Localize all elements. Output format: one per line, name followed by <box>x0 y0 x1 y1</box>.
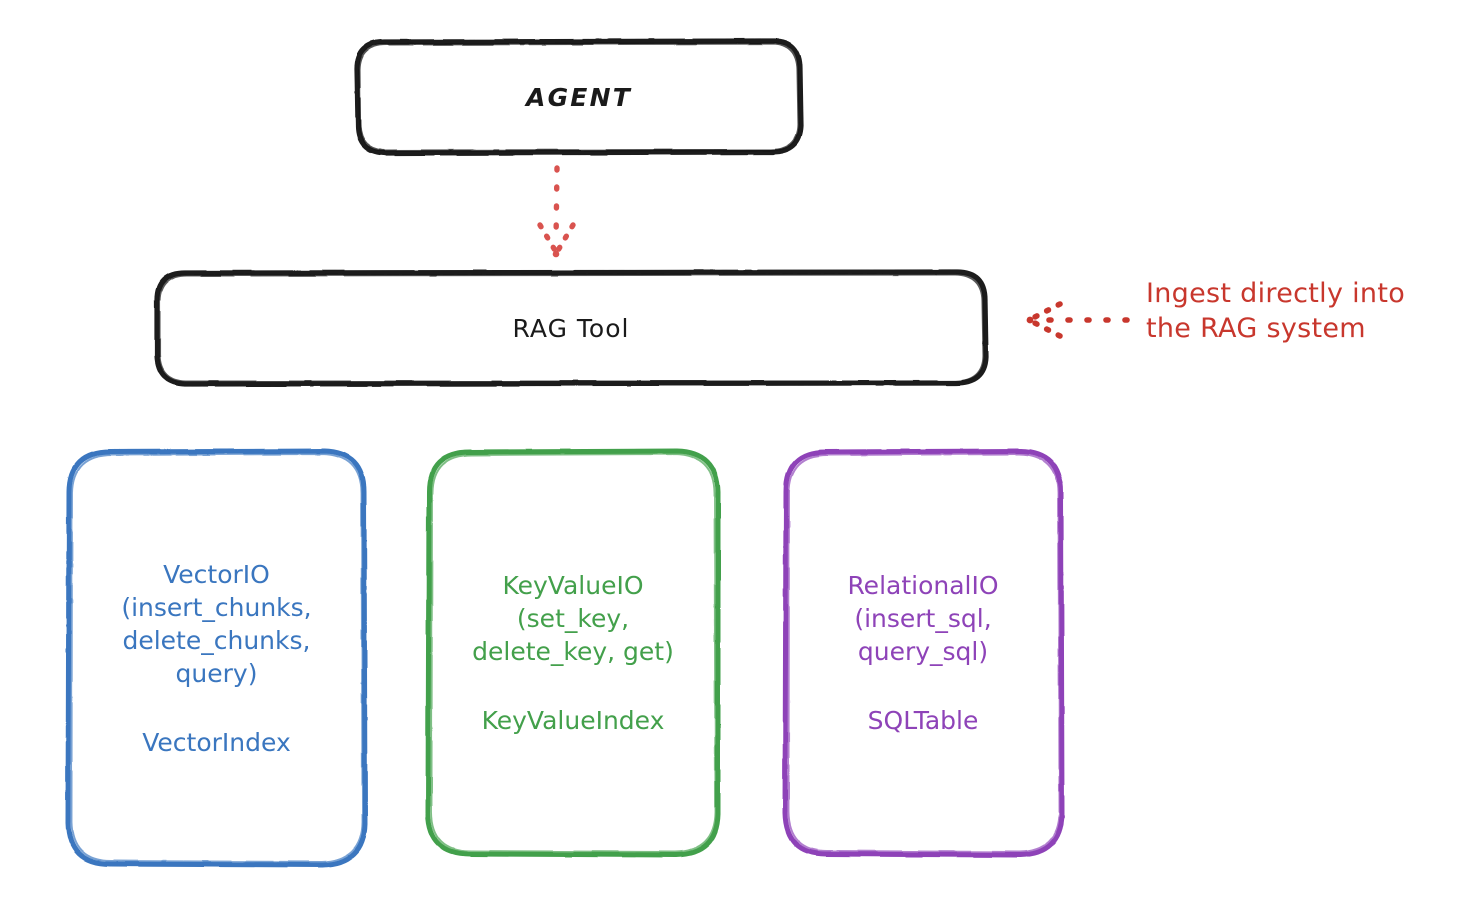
node-vector-io[interactable]: VectorIO (insert_chunks, delete_chunks, … <box>68 450 365 866</box>
relational-io-index-label: SQLTable <box>867 706 979 735</box>
node-key-value-io[interactable]: KeyValueIO (set_key, delete_key, get) Ke… <box>428 450 718 856</box>
connector-agent-to-rag-tool <box>537 165 576 258</box>
relational-io-api-label: RelationalIO (insert_sql, query_sql) <box>847 571 999 666</box>
agent-label: AGENT <box>526 82 632 112</box>
node-agent[interactable]: AGENT <box>357 41 801 153</box>
rag-tool-label: RAG Tool <box>512 313 630 343</box>
relational-io-text-block: RelationalIO (insert_sql, query_sql) SQL… <box>785 569 1061 737</box>
vector-io-text-block: VectorIO (insert_chunks, delete_chunks, … <box>68 558 365 759</box>
node-rag-tool[interactable]: RAG Tool <box>157 272 985 384</box>
connector-ingest-note-to-rag-tool <box>1026 301 1130 339</box>
node-relational-io[interactable]: RelationalIO (insert_sql, query_sql) SQL… <box>785 450 1061 856</box>
key-value-io-api-label: KeyValueIO (set_key, delete_key, get) <box>472 571 674 666</box>
vector-io-api-label: VectorIO (insert_chunks, delete_chunks, … <box>121 559 312 688</box>
key-value-io-index-label: KeyValueIndex <box>481 706 665 735</box>
ingest-annotation-text: Ingest directly into the RAG system <box>1146 278 1406 344</box>
key-value-io-text-block: KeyValueIO (set_key, delete_key, get) Ke… <box>428 569 718 737</box>
vector-io-index-label: VectorIndex <box>142 727 291 757</box>
